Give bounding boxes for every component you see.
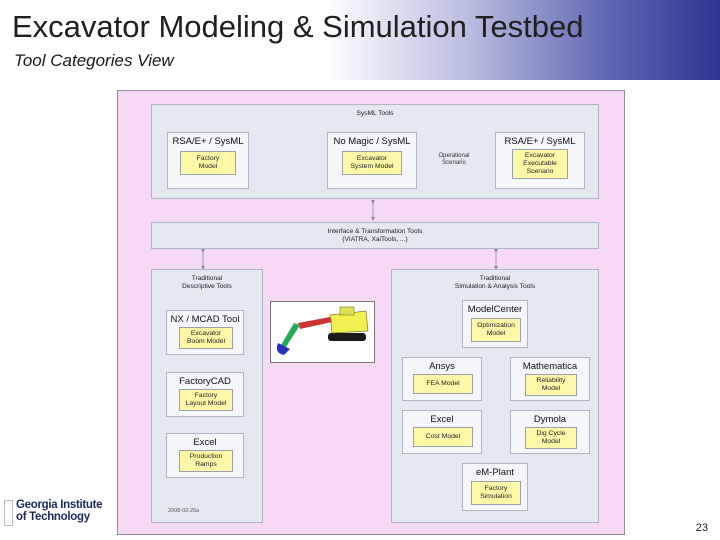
tool-excel-analysis: Excel Cost Model: [402, 410, 482, 454]
tool-name: Mathematica: [522, 361, 578, 372]
fea-model: FEA Model: [413, 374, 473, 394]
production-ramps-model: Production Ramps: [179, 450, 233, 472]
tool-categories-diagram: SysML Tools RSA/E+ / SysML Factory Model…: [117, 90, 625, 535]
tool-name: NX / MCAD Tool: [170, 314, 240, 325]
reliability-model: Reliability Model: [525, 374, 577, 396]
interface-tools-label: Interface & Transformation Tools (VIATRA…: [327, 228, 423, 243]
tool-rsa-scenario: RSA/E+ / SysML Excavator Executable Scen…: [495, 132, 585, 189]
slide-subtitle: Tool Categories View: [14, 51, 174, 70]
excavator-executable-scenario: Excavator Executable Scenario: [512, 149, 568, 179]
logo-text: Georgia Institute of Technology: [16, 499, 103, 523]
dig-cycle-model: Dig Cycle Model: [525, 427, 577, 449]
slide-header: Excavator Modeling & Simulation Testbed …: [0, 0, 720, 80]
page-number: 23: [695, 522, 708, 534]
tool-ansys: Ansys FEA Model: [402, 357, 482, 401]
cost-model: Cost Model: [413, 427, 473, 447]
seal-icon: [4, 500, 13, 526]
tool-name: No Magic / SysML: [333, 136, 411, 147]
analysis-tools-label: Traditional Simulation & Analysis Tools: [454, 275, 536, 290]
excavator-image: [270, 301, 375, 363]
tool-name: Ansys: [429, 361, 455, 372]
descriptive-tools-label: Traditional Descriptive Tools: [182, 275, 232, 290]
tool-name: FactoryCAD: [179, 376, 231, 387]
factory-simulation-model: Factory Simulation: [471, 481, 521, 505]
georgia-tech-logo: Georgia Institute of Technology: [4, 496, 108, 530]
tool-name: eM-Plant: [475, 467, 514, 478]
tool-name: RSA/E+ / SysML: [504, 136, 576, 147]
tool-name: Dymola: [533, 414, 567, 425]
optimization-model: Optimization Model: [471, 318, 521, 342]
tool-modelcenter: ModelCenter Optimization Model: [462, 300, 528, 348]
interface-tools-panel: Interface & Transformation Tools (VIATRA…: [151, 222, 599, 249]
sysml-tools-panel: SysML Tools RSA/E+ / SysML Factory Model…: [151, 104, 599, 199]
tool-name: ModelCenter: [467, 304, 523, 315]
tool-rsa-factory: RSA/E+ / SysML Factory Model: [167, 132, 249, 189]
descriptive-tools-panel: Traditional Descriptive Tools NX / MCAD …: [151, 269, 263, 523]
factory-model: Factory Model: [180, 151, 236, 175]
factory-layout-model: Factory Layout Model: [179, 389, 233, 411]
excavator-boom-model: Excavator Boom Model: [179, 327, 233, 349]
sysml-tools-label: SysML Tools: [356, 110, 394, 117]
operational-scenario-note: Operational Scenario: [438, 153, 470, 166]
excavator-system-model: Excavator System Model: [342, 151, 402, 175]
tool-mathematica: Mathematica Reliability Model: [510, 357, 590, 401]
tool-name: Excel: [193, 437, 217, 448]
tool-nx-mcad: NX / MCAD Tool Excavator Boom Model: [166, 310, 244, 355]
tool-excel-descriptive: Excel Production Ramps: [166, 433, 244, 478]
tool-name: RSA/E+ / SysML: [172, 136, 244, 147]
tool-factorycad: FactoryCAD Factory Layout Model: [166, 372, 244, 417]
tool-nomagic: No Magic / SysML Excavator System Model: [327, 132, 417, 189]
version-stamp: 2008-02-26a: [168, 508, 200, 514]
slide-title: Excavator Modeling & Simulation Testbed: [12, 9, 584, 44]
analysis-tools-panel: Traditional Simulation & Analysis Tools …: [391, 269, 599, 523]
tool-name: Excel: [430, 414, 454, 425]
tool-dymola: Dymola Dig Cycle Model: [510, 410, 590, 454]
tool-em-plant: eM-Plant Factory Simulation: [462, 463, 528, 511]
